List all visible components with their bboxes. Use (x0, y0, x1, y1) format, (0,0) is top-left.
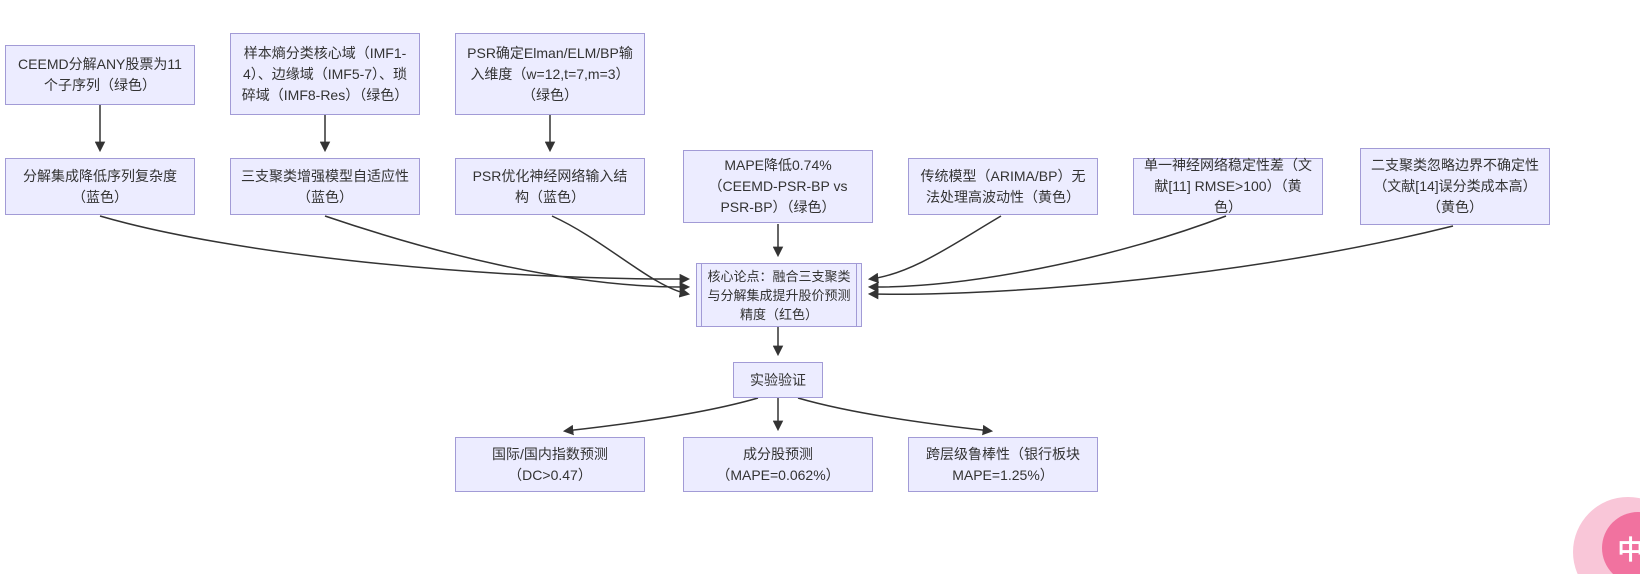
edge-experiment-robustness (797, 397, 994, 436)
node-label: 成分股预测（MAPE=0.062%） (716, 445, 840, 483)
node-decompose-ensemble: 分解集成降低序列复杂度（蓝色） (5, 158, 195, 215)
node-ceemd-decomposition: CEEMD分解ANY股票为11个子序列（绿色） (5, 45, 195, 105)
node-label: PSR优化神经网络输入结构（蓝色） (472, 167, 628, 205)
node-single-nn-instability: 单一神经网络稳定性差（文献[11] RMSE>100）（黄色） (1133, 157, 1323, 215)
node-component-stock-prediction: 成分股预测（MAPE=0.062%） (683, 437, 873, 492)
edge-singlenn-core (867, 215, 1227, 293)
node-three-way-clustering: 三支聚类增强模型自适应性（蓝色） (230, 158, 420, 215)
translate-icon: 中A (1602, 512, 1640, 574)
node-traditional-models-limit: 传统模型（ARIMA/BP）无法处理高波动性（黄色） (908, 158, 1098, 215)
edge-decompose-core (99, 215, 691, 285)
node-label: 三支聚类增强模型自适应性（蓝色） (241, 167, 409, 205)
edge-psropt-core (551, 215, 691, 298)
edge-threeway-core (324, 215, 691, 293)
node-label: 国际/国内指数预测（DC>0.47） (492, 445, 608, 483)
node-label: PSR确定Elman/ELM/BP输入维度（w=12,t=7,m=3）（绿色） (467, 44, 633, 103)
edge-experiment-indexpred (562, 397, 759, 436)
node-label: MAPE降低0.74%（CEEMD-PSR-BP vs PSR-BP）（绿色） (708, 157, 848, 215)
edge-traditional-core (867, 215, 1002, 284)
translate-float-button[interactable]: 中A (1573, 497, 1640, 574)
node-label: 核心论点：融合三支聚类与分解集成提升股价预测精度（红色） (707, 268, 851, 322)
edge-twoway-core (867, 225, 1454, 300)
node-sample-entropy-domains: 样本熵分类核心域（IMF1-4）、边缘域（IMF5-7）、琐碎域（IMF8-Re… (230, 33, 420, 115)
node-label: 二支聚类忽略边界不确定性（文献[14]误分类成本高）（黄色） (1371, 157, 1539, 215)
node-psr-optimization: PSR优化神经网络输入结构（蓝色） (455, 158, 645, 215)
node-two-way-clustering-limit: 二支聚类忽略边界不确定性（文献[14]误分类成本高）（黄色） (1360, 148, 1550, 225)
node-label: 实验验证 (750, 371, 806, 388)
node-label: 样本熵分类核心域（IMF1-4）、边缘域（IMF5-7）、琐碎域（IMF8-Re… (241, 44, 409, 103)
node-label: 跨层级鲁棒性（银行板块MAPE=1.25%） (926, 445, 1080, 483)
node-index-prediction: 国际/国内指数预测（DC>0.47） (455, 437, 645, 492)
node-psr-input-dimension: PSR确定Elman/ELM/BP输入维度（w=12,t=7,m=3）（绿色） (455, 33, 645, 115)
node-experiment-validation: 实验验证 (733, 362, 823, 398)
node-core-thesis: 核心论点：融合三支聚类与分解集成提升股价预测精度（红色） (696, 263, 862, 327)
node-label: 分解集成降低序列复杂度（蓝色） (23, 167, 177, 205)
node-cross-level-robustness: 跨层级鲁棒性（银行板块MAPE=1.25%） (908, 437, 1098, 492)
node-label: CEEMD分解ANY股票为11个子序列（绿色） (18, 56, 182, 93)
node-label: 单一神经网络稳定性差（文献[11] RMSE>100）（黄色） (1144, 157, 1312, 215)
node-label: 传统模型（ARIMA/BP）无法处理高波动性（黄色） (920, 167, 1086, 205)
node-mape-reduction: MAPE降低0.74%（CEEMD-PSR-BP vs PSR-BP）（绿色） (683, 150, 873, 223)
